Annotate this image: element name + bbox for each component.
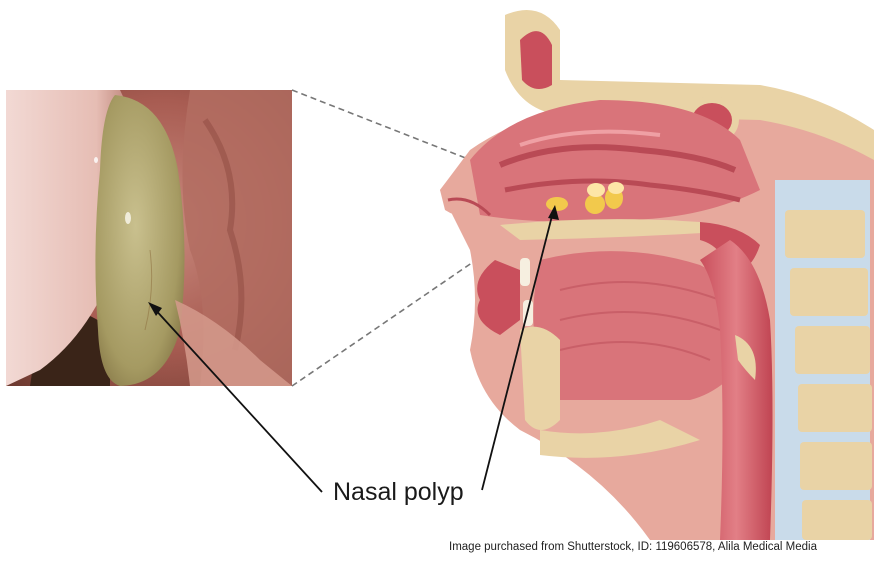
image-credit: Image purchased from Shutterstock, ID: 1… bbox=[449, 541, 817, 553]
polyp-1 bbox=[546, 197, 568, 211]
endoscopy-photo bbox=[6, 90, 292, 386]
polyp-2 bbox=[585, 194, 605, 214]
sagittal-head-section bbox=[440, 10, 874, 540]
nasal-polyp-label: Nasal polyp bbox=[333, 478, 464, 507]
cervical-spine bbox=[775, 180, 872, 540]
